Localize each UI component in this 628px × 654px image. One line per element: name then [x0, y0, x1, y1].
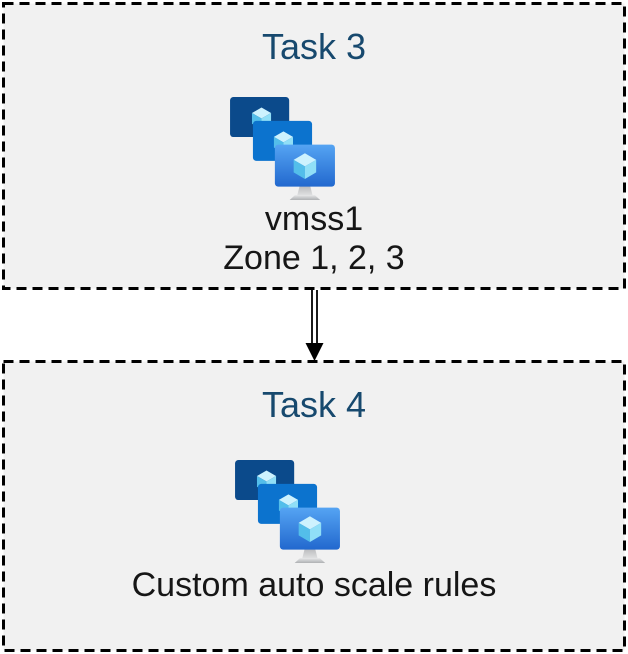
task3-title: Task 3 [261, 26, 367, 67]
vm-scale-sets-icon [230, 97, 335, 200]
vmss-name-label: vmss1 [264, 200, 364, 238]
task3-box: Task 3 vmss1 Zone 1, 2, 3 [2, 2, 626, 290]
task4-box: Task 4 Custom auto scale rules [2, 360, 626, 652]
arrow-down-icon [305, 290, 324, 361]
autoscale-rules-label: Custom auto scale rules [131, 566, 497, 604]
vm-scale-sets-icon [235, 460, 340, 563]
zones-label: Zone 1, 2, 3 [223, 239, 405, 277]
task4-label: Custom auto scale rules [2, 566, 626, 605]
task3-label: vmss1 Zone 1, 2, 3 [2, 200, 626, 278]
task4-title: Task 4 [261, 384, 367, 425]
